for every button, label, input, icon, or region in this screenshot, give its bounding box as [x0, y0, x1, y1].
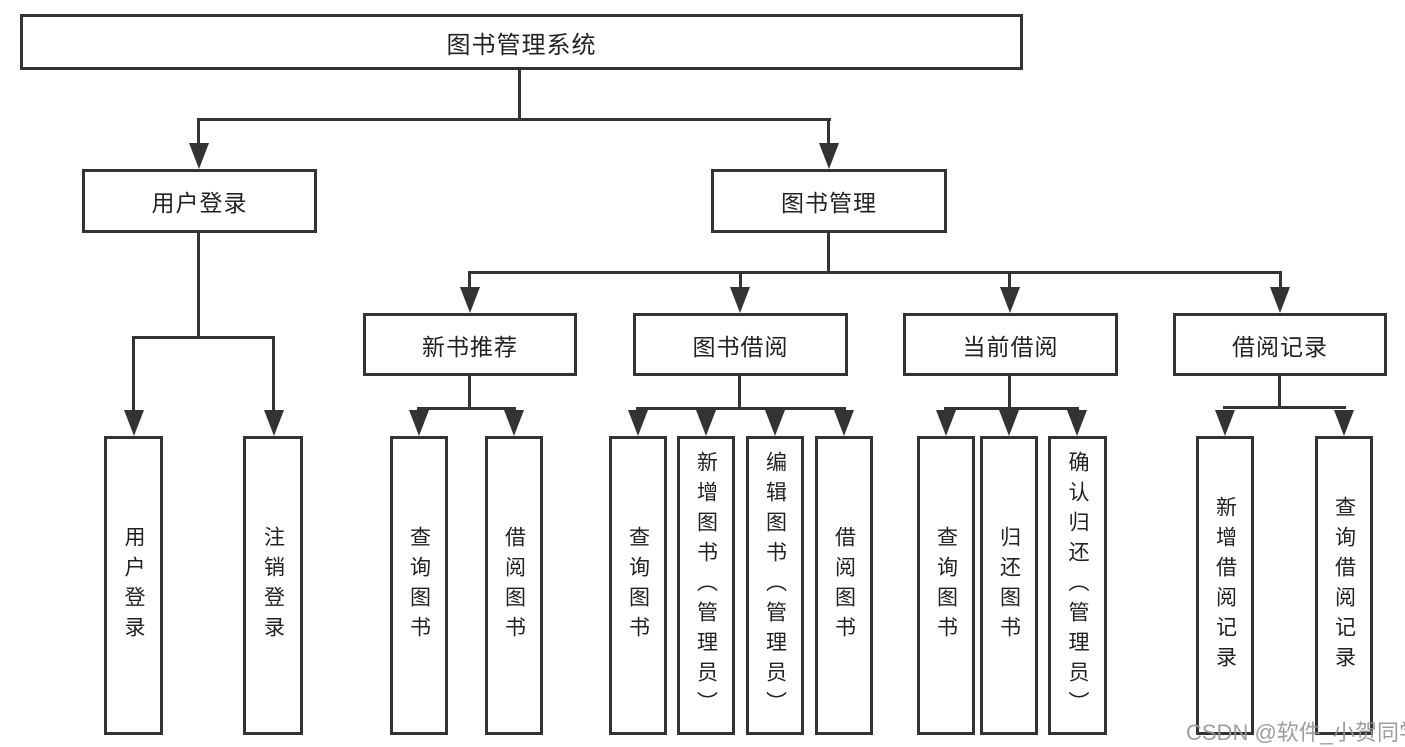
- arrowhead-nb-query: [409, 410, 429, 436]
- leaf-cb-confirm-return-admin: 确认归还（管理员）: [1048, 436, 1107, 735]
- arrowhead-to-records: [1270, 287, 1290, 313]
- leaf-br-add-record: 新增借阅记录: [1196, 436, 1254, 735]
- connector-root-drop-left: [197, 118, 200, 146]
- arrowhead-nb-borrow: [504, 410, 524, 436]
- csdn-watermark: CSDN @软件_小贺同学: [1186, 720, 1405, 745]
- connector-userlogin-drop1: [132, 336, 135, 412]
- leaf-bb-edit-books-admin: 编辑图书（管理员）: [746, 436, 804, 735]
- arrowhead-to-newbook: [460, 287, 480, 313]
- node-user-login: 用户登录: [82, 169, 317, 233]
- connector-records-hbar: [1223, 406, 1346, 409]
- arrowhead-br-add: [1215, 410, 1235, 436]
- arrowhead-bb-add: [696, 410, 716, 436]
- leaf-cb-return-books: 归还图书: [980, 436, 1038, 735]
- arrowhead-bb-edit: [765, 410, 785, 436]
- leaf-nb-query-books: 查询图书: [390, 436, 448, 735]
- connector-root-hbar: [197, 118, 831, 121]
- connector-drop-borrow: [739, 271, 742, 291]
- leaf-user-login: 用户登录: [104, 436, 163, 735]
- connector-current-stem: [1008, 374, 1011, 407]
- connector-root-drop-right: [827, 118, 830, 146]
- connector-drop-newbook: [468, 271, 471, 291]
- arrowhead-to-user-login: [189, 143, 209, 169]
- arrowhead-to-leaf-login: [124, 410, 144, 436]
- node-book-management: 图书管理: [711, 169, 947, 233]
- node-book-borrow: 图书借阅: [633, 313, 848, 376]
- arrowhead-to-leaf-logout: [264, 410, 284, 436]
- connector-newbook-stem: [468, 374, 471, 407]
- connector-borrow-stem: [738, 374, 741, 407]
- arrowhead-to-current: [1000, 287, 1020, 313]
- node-borrow-records: 借阅记录: [1173, 313, 1387, 376]
- leaf-logout: 注销登录: [243, 436, 303, 735]
- leaf-bb-borrow-books: 借阅图书: [815, 436, 873, 735]
- node-current-borrow: 当前借阅: [903, 313, 1118, 376]
- arrowhead-to-book-mgmt: [819, 143, 839, 169]
- arrowhead-bb-borrow: [834, 410, 854, 436]
- connector-userlogin-drop2: [272, 336, 275, 412]
- connector-newbook-hbar: [417, 407, 516, 410]
- arrowhead-bb-query: [628, 410, 648, 436]
- connector-userlogin-hbar: [132, 336, 275, 339]
- connector-borrow-hbar: [636, 407, 846, 410]
- connector-root-stem: [518, 68, 521, 120]
- connector-records-stem: [1278, 374, 1281, 406]
- node-root: 图书管理系统: [20, 14, 1023, 70]
- arrowhead-to-borrow: [730, 287, 750, 313]
- connector-drop-current: [1008, 271, 1011, 291]
- leaf-nb-borrow-books: 借阅图书: [485, 436, 543, 735]
- arrowhead-cb-confirm: [1067, 410, 1087, 436]
- leaf-br-query-record: 查询借阅记录: [1315, 436, 1373, 735]
- leaf-bb-query-books: 查询图书: [609, 436, 667, 735]
- node-new-book-recommend: 新书推荐: [363, 313, 577, 376]
- connector-bookmgmt-hbar: [468, 271, 1282, 274]
- connector-drop-records: [1279, 271, 1282, 291]
- leaf-cb-query-books: 查询图书: [917, 436, 975, 735]
- arrowhead-br-query: [1334, 410, 1354, 436]
- arrowhead-cb-query: [936, 410, 956, 436]
- connector-bookmgmt-stem: [827, 231, 830, 273]
- arrowhead-cb-return: [999, 410, 1019, 436]
- connector-userlogin-stem: [197, 231, 200, 336]
- leaf-bb-add-books-admin: 新增图书（管理员）: [677, 436, 735, 735]
- connector-current-hbar: [944, 407, 1079, 410]
